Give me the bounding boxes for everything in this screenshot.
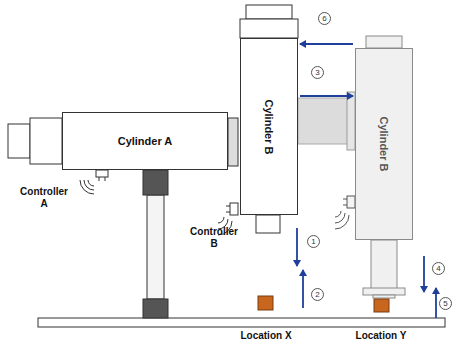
gripper xyxy=(373,295,395,298)
column-base-block xyxy=(143,299,168,318)
callout-number: 4 xyxy=(432,262,445,275)
cylinder-b-upper-barrel xyxy=(240,19,298,38)
base-plate xyxy=(38,318,445,327)
gripper-flange xyxy=(363,288,405,295)
cylinder-label: Cylinder B xyxy=(263,99,275,154)
controller-label: Controller A xyxy=(16,186,72,209)
support-column xyxy=(147,195,164,299)
cylinder-body: Cylinder A xyxy=(62,112,228,170)
motion-arrow xyxy=(297,228,436,318)
cylinder-a-end-cap xyxy=(30,118,62,164)
callout-number: 6 xyxy=(318,12,331,25)
column-top-block xyxy=(143,170,168,195)
cylinder-b-rod xyxy=(256,215,280,233)
cylinder-b-rod xyxy=(371,240,397,290)
cylinder-a-rod-end xyxy=(8,124,30,158)
workpiece xyxy=(374,299,389,312)
location-label: Location X xyxy=(228,330,304,342)
slide-rod xyxy=(298,98,355,144)
controller-valve xyxy=(335,196,355,229)
callout-number: 3 xyxy=(311,66,324,79)
workpiece xyxy=(258,296,273,310)
motion-arrow xyxy=(300,43,353,45)
cylinder-b-top-cap xyxy=(366,36,402,48)
controller-valve xyxy=(80,170,108,194)
location-label: Location Y xyxy=(343,330,419,342)
callout-number: 1 xyxy=(307,235,320,248)
cylinder-body: Cylinder B xyxy=(240,38,298,215)
cylinder-b-top-cap xyxy=(246,5,292,19)
cylinder-a-flange xyxy=(228,118,238,166)
callout-number: 2 xyxy=(311,288,324,301)
cylinder-label: Cylinder B xyxy=(378,116,390,171)
motion-arrow xyxy=(300,95,353,97)
controller-label: Controller B xyxy=(186,226,242,249)
callout-number: 5 xyxy=(439,297,452,310)
cylinder-body: Cylinder B xyxy=(355,48,413,240)
cylinder-label: Cylinder A xyxy=(118,135,173,147)
slide-flange xyxy=(347,92,355,150)
